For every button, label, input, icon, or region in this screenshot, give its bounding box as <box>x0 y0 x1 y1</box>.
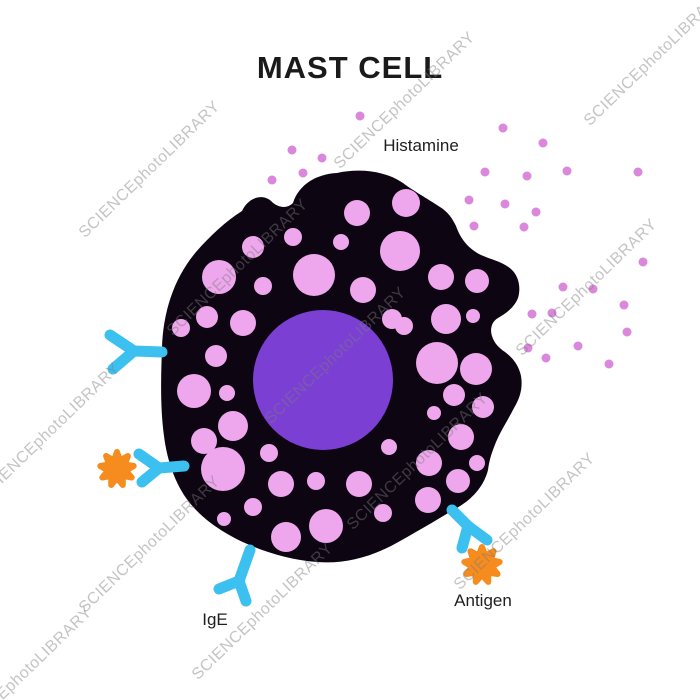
granule <box>230 310 256 336</box>
granule <box>219 385 235 401</box>
granule <box>446 469 470 493</box>
granule <box>333 234 349 250</box>
ige-receptor <box>104 329 168 375</box>
ige-label: IgE <box>202 610 228 629</box>
granule <box>284 228 302 246</box>
histamine-dot <box>298 168 308 178</box>
histamine-dot <box>558 282 568 292</box>
granule <box>242 236 264 258</box>
granule <box>381 439 397 455</box>
granule <box>254 277 272 295</box>
histamine-dot <box>355 111 365 121</box>
antigen-label: Antigen <box>454 591 512 610</box>
granule <box>448 424 474 450</box>
histamine-dot <box>267 175 277 185</box>
granule <box>344 200 370 226</box>
granule <box>202 260 236 294</box>
granule <box>244 498 262 516</box>
granule <box>416 450 442 476</box>
histamine-dot <box>498 123 508 133</box>
histamine-dot <box>523 343 533 353</box>
ige-receptor <box>446 504 493 554</box>
granule <box>177 374 211 408</box>
granule <box>415 487 441 513</box>
antigen-molecule <box>97 449 137 488</box>
histamine-dot <box>469 221 479 231</box>
histamine-dot <box>541 353 551 363</box>
granule <box>260 444 278 462</box>
granule <box>392 189 420 217</box>
histamine-dot <box>317 153 327 163</box>
page-title: MAST CELL <box>256 50 444 85</box>
granule <box>431 304 461 334</box>
granule <box>205 345 227 367</box>
histamine-dot <box>519 222 529 232</box>
histamine-dot <box>531 207 541 217</box>
granule <box>293 254 335 296</box>
histamine-dot <box>287 145 297 155</box>
granule <box>416 342 458 384</box>
granule <box>466 309 480 323</box>
histamine-dot <box>619 300 629 310</box>
granule <box>380 231 420 271</box>
granule <box>218 411 248 441</box>
antigen-molecule <box>461 544 503 585</box>
granule <box>350 277 376 303</box>
histamine-dot <box>604 359 614 369</box>
histamine-dot <box>573 341 583 351</box>
histamine-dot <box>522 171 532 181</box>
histamine-dot <box>480 167 490 177</box>
histamine-dot <box>562 166 572 176</box>
granule <box>268 471 294 497</box>
histamine-dot <box>547 308 557 318</box>
granule <box>382 309 402 329</box>
granule <box>374 504 392 522</box>
granule <box>443 384 465 406</box>
granule <box>271 522 301 552</box>
histamine-dot <box>622 327 632 337</box>
granule <box>428 264 454 290</box>
granule <box>201 447 245 491</box>
histamine-dot <box>638 257 648 267</box>
histamine-dot <box>464 195 474 205</box>
histamine-dot <box>500 199 510 209</box>
nucleus <box>253 310 393 450</box>
granule <box>469 455 485 471</box>
histamine-dot <box>527 309 537 319</box>
histamine-label: Histamine <box>383 136 459 155</box>
histamine-dot <box>633 167 643 177</box>
granule <box>465 269 489 293</box>
granule <box>309 509 343 543</box>
ige-receptor <box>213 544 256 607</box>
granule <box>427 406 441 420</box>
histamine-dot <box>588 284 598 294</box>
granule <box>217 512 231 526</box>
granule <box>460 353 492 385</box>
granule <box>346 471 372 497</box>
granule <box>472 396 494 418</box>
granule <box>172 319 190 337</box>
granule <box>191 428 217 454</box>
ige-receptor <box>133 448 190 488</box>
granule <box>196 306 218 328</box>
granule <box>307 472 325 490</box>
histamine-dot <box>538 138 548 148</box>
